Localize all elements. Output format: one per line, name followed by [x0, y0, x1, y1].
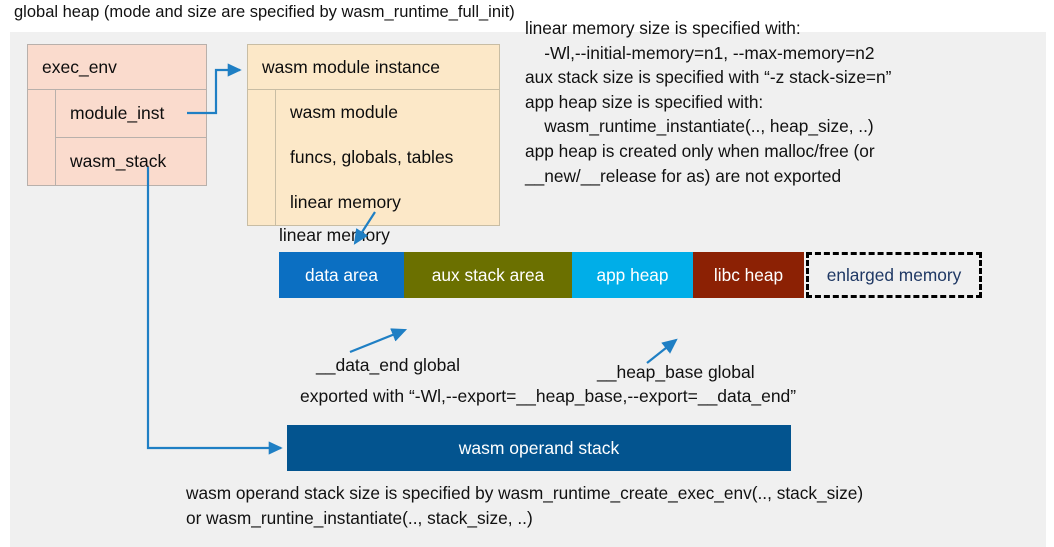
annotation-exported-with: exported with “-Wl,--export=__heap_base,…	[300, 386, 797, 406]
module-instance-header: wasm module instance	[247, 44, 500, 90]
exec-env-gutter	[27, 90, 56, 186]
wasm-operand-stack-label: wasm operand stack	[458, 437, 620, 458]
linear-memory-note: linear memory size is specified with: -W…	[525, 18, 892, 186]
segment-app-heap: app heap	[572, 252, 693, 298]
module-instance-gutter	[247, 90, 276, 226]
wasm-operand-stack-bar: wasm operand stack	[287, 425, 791, 471]
module-inst-label: module_inst	[70, 103, 165, 123]
module-instance-field-linear-memory: linear memory	[275, 180, 500, 226]
linear-memory-label: linear memory	[279, 225, 390, 245]
annotation-data-end: __data_end global	[316, 355, 461, 375]
wasm-module-instance-box: wasm module instance wasm module funcs, …	[247, 44, 500, 226]
segment-enlarged-memory-label: enlarged memory	[826, 264, 962, 285]
annotation-heap-base: __heap_base global	[597, 362, 755, 382]
segment-data-area-label: data area	[304, 264, 379, 285]
segment-aux-stack-area-label: aux stack area	[431, 264, 545, 285]
segment-libc-heap-label: libc heap	[713, 264, 784, 285]
segment-enlarged-memory: enlarged memory	[806, 252, 982, 298]
exec-env-field-wasm-stack: wasm_stack	[55, 138, 207, 186]
segment-data-area: data area	[279, 252, 404, 298]
wasm-stack-label: wasm_stack	[70, 151, 167, 171]
linear-memory-field-label: linear memory	[290, 192, 401, 212]
page-title: global heap (mode and size are specified…	[14, 3, 515, 21]
funcs-globals-tables-label: funcs, globals, tables	[290, 147, 454, 167]
wasm-module-label: wasm module	[290, 102, 398, 122]
exec-env-field-module-inst: module_inst	[55, 90, 207, 138]
segment-app-heap-label: app heap	[596, 264, 669, 285]
operand-stack-caption: wasm operand stack size is specified by …	[186, 483, 864, 528]
segment-libc-heap: libc heap	[693, 252, 804, 298]
module-instance-field-wasm-module: wasm module	[275, 90, 500, 136]
segment-aux-stack-area: aux stack area	[404, 252, 572, 298]
module-instance-header-label: wasm module instance	[262, 56, 440, 77]
exec-env-box: exec_env module_inst wasm_stack	[27, 44, 207, 186]
exec-env-header: exec_env	[27, 44, 207, 90]
exec-env-header-label: exec_env	[42, 56, 117, 77]
module-instance-field-funcs-globals-tables: funcs, globals, tables	[275, 135, 500, 181]
linear-memory-bar: data area aux stack area app heap libc h…	[279, 252, 982, 298]
